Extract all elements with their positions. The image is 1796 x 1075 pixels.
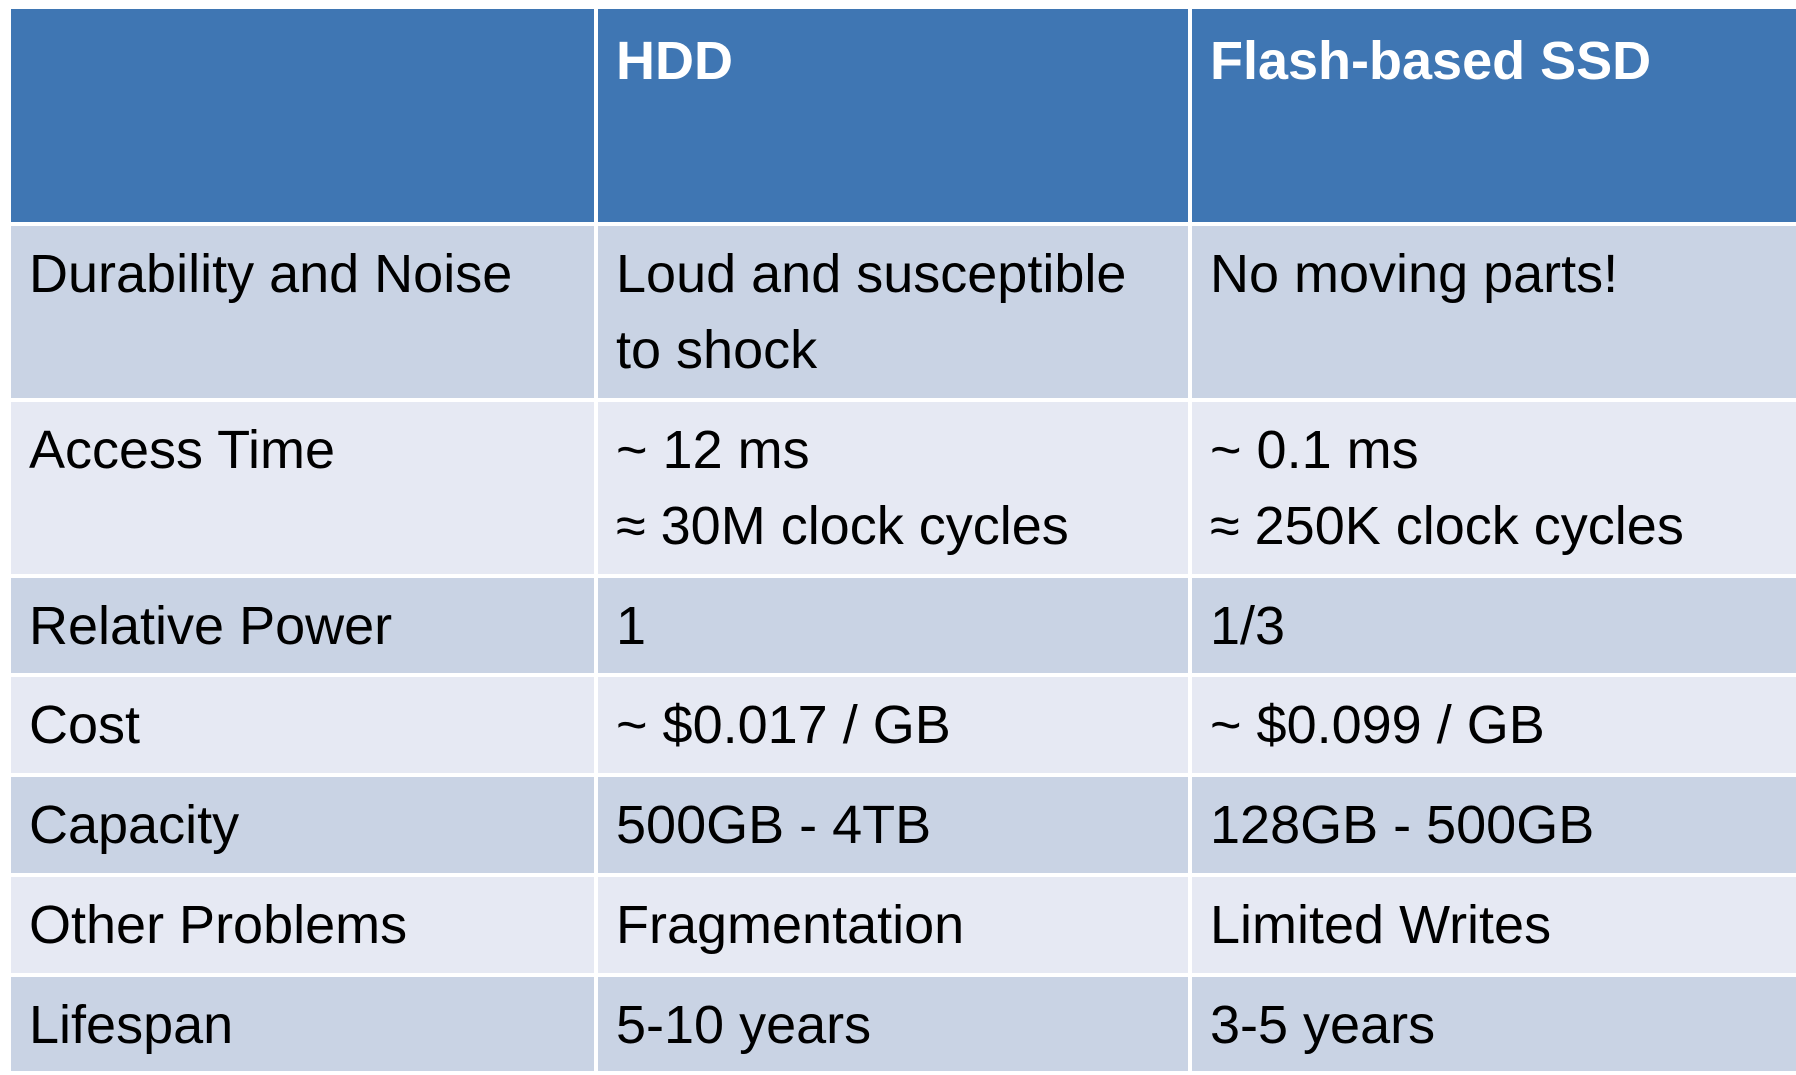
table-row: Durability and Noise Loud and susceptibl… <box>11 226 1796 398</box>
row-label: Relative Power <box>11 578 594 673</box>
row-label: Lifespan <box>11 977 594 1071</box>
hdd-value-line: 5-10 years <box>616 995 872 1055</box>
hdd-cell: Fragmentation <box>598 877 1188 973</box>
hdd-cell: ~ $0.017 / GB <box>598 677 1188 773</box>
row-label: Access Time <box>11 402 594 574</box>
table-row: Capacity 500GB - 4TB 128GB - 500GB <box>11 777 1796 873</box>
hdd-cell: 5-10 years <box>598 977 1188 1071</box>
ssd-cell: No moving parts! <box>1192 226 1796 398</box>
ssd-value-line: ~ 0.1 ms <box>1210 420 1419 480</box>
row-label: Durability and Noise <box>11 226 594 398</box>
header-ssd: Flash-based SSD <box>1192 9 1796 222</box>
hdd-cell: 500GB - 4TB <box>598 777 1188 873</box>
table-row: Other Problems Fragmentation Limited Wri… <box>11 877 1796 973</box>
header-empty <box>11 9 594 222</box>
row-label-text: Capacity <box>29 795 240 855</box>
table-row: Lifespan 5-10 years 3-5 years <box>11 977 1796 1071</box>
table-row: Relative Power 1 1/3 <box>11 578 1796 673</box>
hdd-value-line: ≈ 30M clock cycles <box>616 496 1069 556</box>
hdd-value-line: to shock <box>616 320 818 380</box>
ssd-value-line: No moving parts! <box>1210 244 1619 304</box>
hdd-value-line: 500GB - 4TB <box>616 795 932 855</box>
row-label: Cost <box>11 677 594 773</box>
ssd-value-line: 3-5 years <box>1210 995 1436 1055</box>
row-label-text: Cost <box>29 695 141 755</box>
hdd-value-line: 1 <box>616 596 647 656</box>
ssd-cell: Limited Writes <box>1192 877 1796 973</box>
table-row: Access Time ~ 12 ms ≈ 30M clock cycles ~… <box>11 402 1796 574</box>
hdd-value-line: ~ 12 ms <box>616 420 810 480</box>
row-label-text: Lifespan <box>29 995 234 1055</box>
ssd-cell: 128GB - 500GB <box>1192 777 1796 873</box>
table-row: Cost ~ $0.017 / GB ~ $0.099 / GB <box>11 677 1796 773</box>
ssd-value-line: 128GB - 500GB <box>1210 795 1595 855</box>
comparison-table: HDD Flash-based SSD Durability and Noise… <box>7 5 1796 1075</box>
hdd-cell: Loud and susceptible to shock <box>598 226 1188 398</box>
hdd-cell: ~ 12 ms ≈ 30M clock cycles <box>598 402 1188 574</box>
ssd-value-line: 1/3 <box>1210 596 1286 656</box>
hdd-value-line: Fragmentation <box>616 895 965 955</box>
hdd-value-line: Loud and susceptible <box>616 244 1127 304</box>
ssd-cell: ~ 0.1 ms ≈ 250K clock cycles <box>1192 402 1796 574</box>
ssd-value-line: ~ $0.099 / GB <box>1210 695 1545 755</box>
ssd-cell: ~ $0.099 / GB <box>1192 677 1796 773</box>
hdd-value-line: ~ $0.017 / GB <box>616 695 951 755</box>
row-label-text: Access Time <box>29 420 336 480</box>
ssd-value-line: Limited Writes <box>1210 895 1552 955</box>
header-row: HDD Flash-based SSD <box>11 9 1796 222</box>
row-label-text: Relative Power <box>29 596 393 656</box>
row-label-text: Other Problems <box>29 895 408 955</box>
hdd-cell: 1 <box>598 578 1188 673</box>
row-label: Capacity <box>11 777 594 873</box>
header-hdd: HDD <box>598 9 1188 222</box>
row-label: Other Problems <box>11 877 594 973</box>
row-label-text: Durability and Noise <box>29 244 513 304</box>
ssd-cell: 1/3 <box>1192 578 1796 673</box>
ssd-value-line: ≈ 250K clock cycles <box>1210 496 1684 556</box>
ssd-cell: 3-5 years <box>1192 977 1796 1071</box>
